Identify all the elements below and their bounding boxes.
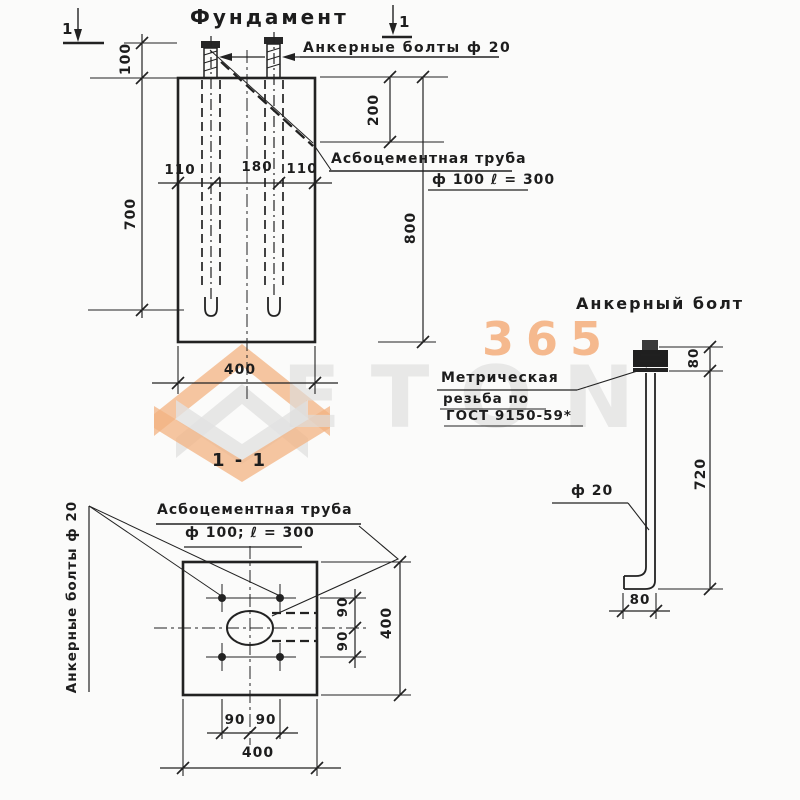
dim-720: 720	[693, 457, 709, 491]
thread-note-line2: резьба по	[443, 391, 530, 407]
dim-90-right-bottom: 90	[335, 630, 351, 652]
section-mark-top: 1	[399, 13, 411, 31]
dimension-ticks	[135, 36, 717, 775]
section-view-title: 1 - 1	[212, 450, 268, 471]
plan-pipe-label-line2: ф 100; ℓ = 300	[185, 525, 315, 541]
dim-90-bottom-left: 90	[224, 712, 246, 728]
dim-110-left: 110	[164, 162, 196, 178]
top-view-title: Фундамент	[190, 5, 349, 29]
dim-400-bottom: 400	[241, 745, 275, 761]
top-anchor-bolts-label: Анкерные болты ф 20	[303, 40, 512, 56]
dim-400-top-view: 400	[223, 362, 257, 378]
top-view-lines	[63, 5, 528, 400]
thread-note-line1: Метрическая	[441, 370, 559, 386]
dim-180: 180	[241, 159, 273, 175]
thread-note-line3: ГОСТ 9150-59*	[446, 408, 572, 424]
section-view-lines	[88, 505, 411, 776]
top-pipe-label-line2: ф 100 ℓ = 300	[432, 172, 556, 188]
section-mark-left: 1	[62, 20, 74, 38]
dim-800: 800	[403, 211, 419, 245]
dim-200: 200	[366, 93, 382, 127]
dim-80-head: 80	[686, 347, 702, 369]
plan-pipe-label-line1: Асбоцементная труба	[157, 502, 353, 518]
dim-80-hook: 80	[629, 592, 651, 608]
dim-700: 700	[123, 197, 139, 231]
plan-anchor-bolts-label: Анкерные болты ф 20	[64, 500, 80, 694]
dim-90-bottom-right: 90	[255, 712, 277, 728]
dim-400-right: 400	[379, 606, 395, 640]
bolt-detail-title: Анкерный болт	[576, 294, 745, 313]
bolt-detail-lines	[437, 340, 723, 619]
watermark-number: 365	[482, 312, 615, 366]
dim-110-right: 110	[286, 161, 318, 177]
dim-100: 100	[118, 42, 134, 76]
watermark-brand: ETON	[282, 348, 665, 448]
top-pipe-label-line1: Асбоцементная труба	[331, 151, 527, 167]
bolt-diameter-label: ф 20	[571, 483, 614, 499]
